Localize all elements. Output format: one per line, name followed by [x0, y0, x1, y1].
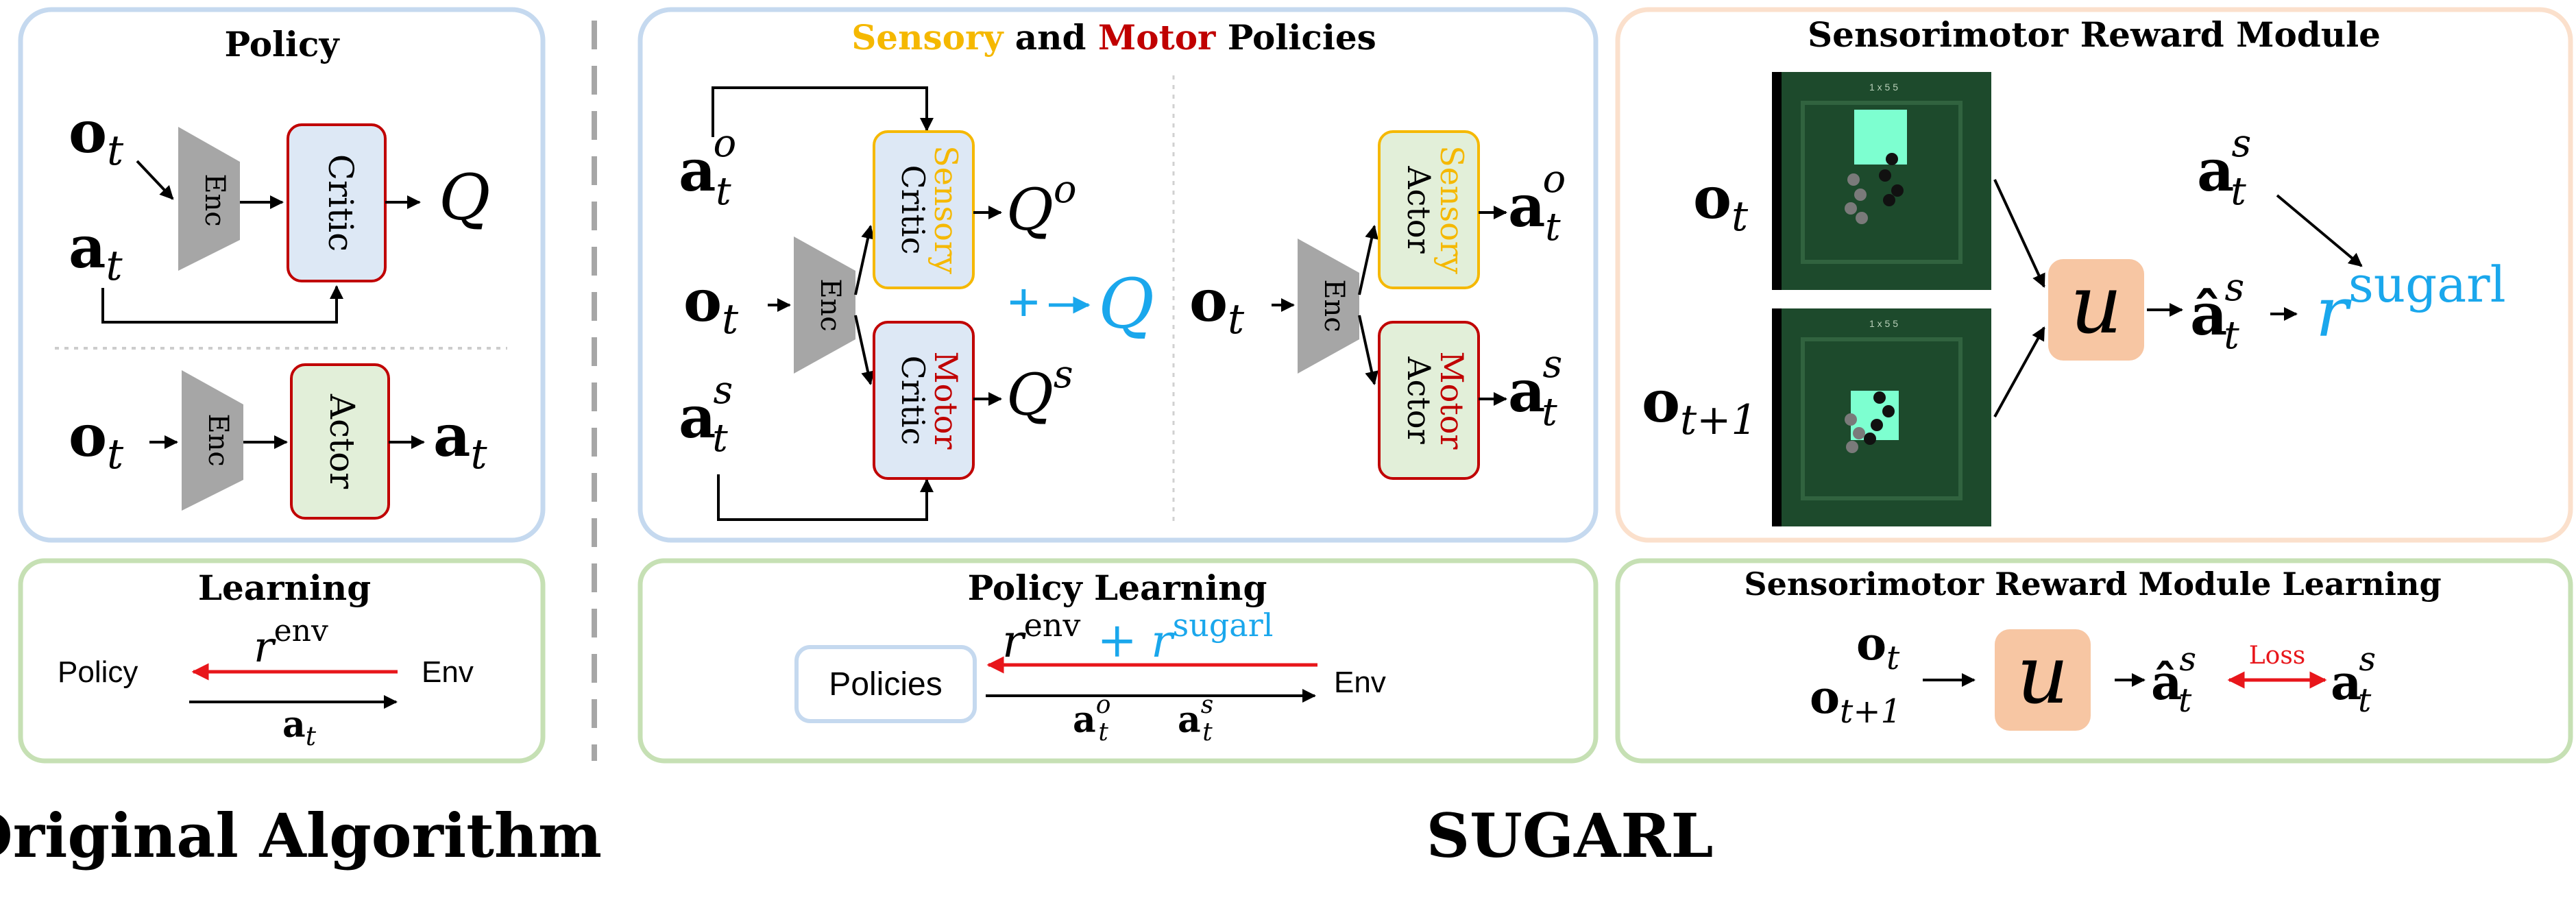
encoder-label-2: Enc	[202, 413, 234, 466]
u-label-learning: u	[2017, 627, 2069, 722]
reward-learning-panel	[1615, 558, 2573, 764]
game-score-t: 1 x 5 5	[1869, 82, 1898, 93]
motor-critic-word-motor: Motor	[927, 352, 964, 450]
learn-action: at	[282, 704, 317, 751]
q-total: Q	[1098, 264, 1154, 344]
learn-env-label: Env	[422, 655, 474, 689]
q-value: Q	[439, 161, 490, 234]
sensory-motor-panel	[637, 7, 1599, 543]
sensory-critic-box	[873, 130, 975, 289]
sensory-actor-word-actor: Actor	[1400, 165, 1437, 253]
game-score-t1: 1 x 5 5	[1869, 318, 1898, 329]
action-label: at	[69, 213, 123, 290]
reward-module-panel	[1615, 7, 2573, 543]
motor-actor-word-motor: Motor	[1433, 352, 1470, 450]
policy-title: Policy	[224, 24, 340, 64]
q-sensory: Qo	[1006, 167, 1077, 243]
obs-label: ot	[69, 98, 124, 175]
loss-label: Loss	[2249, 642, 2306, 670]
caption-original: Original Algorithm	[0, 800, 602, 871]
obs-input: ot	[683, 267, 739, 343]
encoder-label: Enc	[199, 173, 230, 226]
reward-learning-title: Sensorimotor Reward Module Learning	[1744, 566, 2441, 603]
u-module	[2048, 259, 2144, 361]
shared-encoder-actor	[1298, 239, 1359, 374]
obs-input-actor: ot	[1189, 267, 1245, 343]
motor-actor-word-actor: Actor	[1400, 356, 1437, 444]
q-sum-plus: +	[1008, 271, 1040, 332]
policy-learning-title: Policy Learning	[968, 568, 1267, 608]
game-frame-t: 1 x 5 5	[1772, 72, 1991, 290]
u-label: u	[2070, 257, 2122, 352]
rm-obs-t: ot	[1693, 164, 1749, 241]
obs-label-2: ot	[69, 402, 124, 478]
actor-label: Actor	[322, 393, 362, 489]
learning-panel	[18, 558, 546, 764]
learn-policy-label: Policy	[58, 655, 138, 689]
encoder-label-4: Enc	[1318, 279, 1350, 332]
u-module-learning	[1995, 629, 2091, 731]
action-output: at	[433, 402, 487, 478]
motor-critic-word-critic: Critic	[895, 356, 932, 446]
policies-label: Policies	[829, 666, 942, 703]
sensory-critic-word-critic: Critic	[895, 165, 932, 255]
sensory-actor-word-sensory: Sensory	[1433, 145, 1470, 274]
caption-sugarl: SUGARL	[1426, 800, 1714, 871]
sensory-motor-title: Sensory and Motor Policies	[851, 17, 1376, 58]
policy-learning-reward: renv+rsugarl	[1002, 607, 1273, 668]
rml-obs-t: ot	[1856, 617, 1900, 677]
rm-obs-t1: ot+1	[1642, 367, 1758, 444]
policy-learning-env: Env	[1334, 666, 1386, 699]
encoder-label-3: Enc	[814, 278, 846, 331]
sensory-actor-box	[1378, 130, 1480, 289]
q-motor: Qs	[1006, 352, 1073, 428]
game-frame-t1: 1 x 5 5	[1772, 308, 1991, 526]
reward-module-title: Sensorimotor Reward Module	[1808, 14, 2381, 55]
rml-obs-t1: ot+1	[1810, 670, 1901, 731]
sugarl-reward: rsugarl	[2316, 256, 2506, 352]
encoder-2	[182, 370, 243, 511]
encoder	[178, 127, 240, 271]
learn-reward: renv	[254, 614, 328, 672]
learning-title: Learning	[198, 568, 371, 608]
policies-box	[794, 645, 977, 723]
shared-encoder-critic	[794, 236, 855, 374]
policy-panel	[18, 7, 546, 543]
policy-learning-panel	[637, 558, 1599, 764]
sensory-critic-word-sensory: Sensory	[927, 145, 964, 274]
critic-label: Critic	[321, 154, 361, 252]
